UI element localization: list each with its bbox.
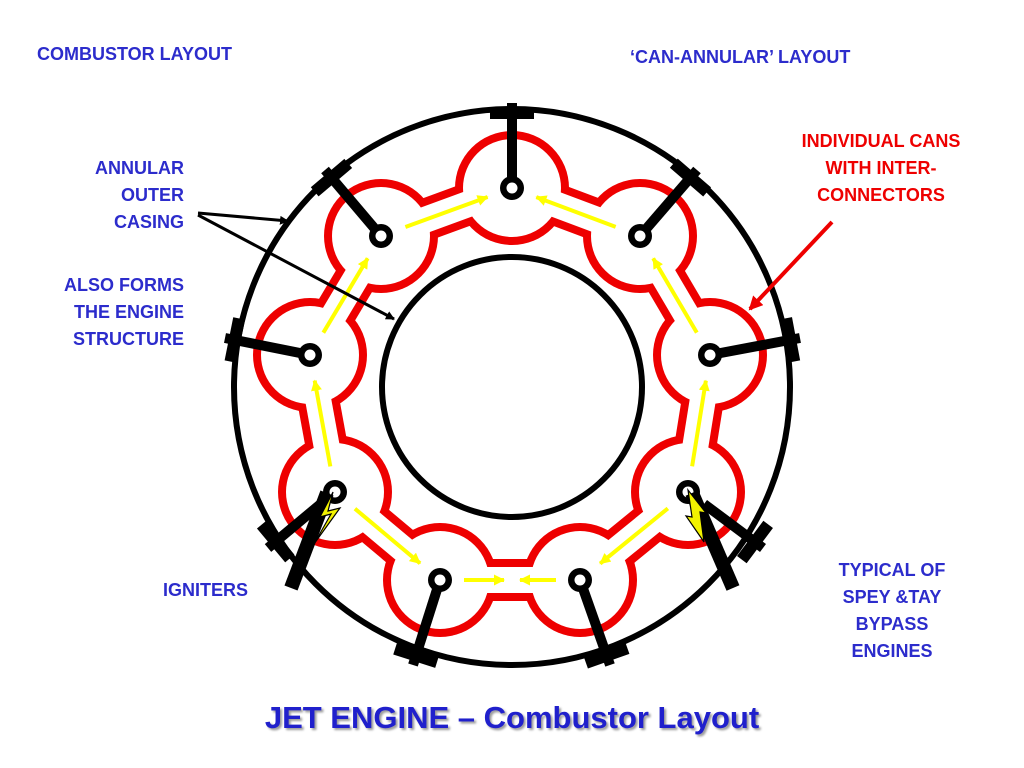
- engine-structure-label-line: STRUCTURE: [73, 329, 184, 349]
- individual-cans-label-line: INDIVIDUAL CANS: [801, 131, 961, 151]
- mount-flange: [737, 520, 773, 564]
- fuel-nozzle-bore: [704, 349, 716, 361]
- flow-arrow-icon: [321, 257, 370, 334]
- typical-engines-label-line: BYPASS: [855, 614, 929, 634]
- mount-flange: [224, 317, 246, 363]
- mount-flange: [393, 643, 439, 668]
- structure-pointer-arrow: [197, 213, 395, 321]
- mount-flange: [780, 317, 801, 363]
- combustor-layout-label: COMBUSTOR LAYOUT: [37, 44, 233, 64]
- casing-pointer-arrow: [197, 211, 289, 225]
- slide-title: JET ENGINE – Combustor Layout: [264, 700, 760, 735]
- mount-flange: [583, 642, 630, 669]
- fuel-nozzle-bore: [574, 574, 586, 586]
- mount-flange: [310, 158, 353, 197]
- flow-arrow-icon: [598, 506, 670, 566]
- typical-engines-label-line: ENGINES: [851, 641, 933, 661]
- fuel-nozzle-bore: [634, 230, 646, 242]
- flow-arrows: [311, 195, 710, 586]
- typical-engines-label: TYPICAL OF SPEY &TAY BYPASS ENGINES: [812, 557, 972, 665]
- engine-structure-label-line: THE ENGINE: [73, 302, 184, 322]
- flow-arrow-icon: [353, 507, 422, 565]
- outer-casing-label: ANNULAR OUTER CASING: [95, 155, 184, 236]
- lightning-icon: [684, 487, 708, 543]
- fuel-nozzle-bore: [304, 349, 316, 361]
- outer-casing-label-line: OUTER: [121, 185, 184, 205]
- igniter-right: [684, 487, 740, 591]
- individual-cans-label-line: CONNECTORS: [817, 185, 945, 205]
- typical-engines-label-line: TYPICAL OF: [838, 560, 946, 580]
- engine-structure-label-line: ALSO FORMS: [64, 275, 184, 295]
- lightning-icon: [313, 491, 342, 545]
- mount-flange: [256, 520, 295, 563]
- flow-arrow-icon: [690, 379, 710, 467]
- igniter-body: [284, 490, 334, 591]
- igniter-left: [284, 490, 342, 591]
- flow-arrow-icon: [404, 195, 489, 229]
- fuel-nozzle-bore: [375, 230, 387, 242]
- mount-flange: [669, 158, 712, 197]
- can-mounts: [224, 103, 801, 669]
- individual-cans-label-line: WITH INTER-: [825, 158, 937, 178]
- flow-arrow-icon: [311, 379, 333, 467]
- igniters-label: IGNITERS: [163, 580, 249, 600]
- flow-arrow-icon: [651, 257, 699, 334]
- typical-engines-label-line: SPEY &TAY: [842, 587, 942, 607]
- engine-structure-label: ALSO FORMS THE ENGINE STRUCTURE: [64, 272, 184, 353]
- combustion-cans: [253, 131, 767, 637]
- inner-casing: [379, 254, 645, 520]
- flow-arrow-icon: [535, 195, 617, 229]
- cans-pointer-arrow: [748, 220, 834, 311]
- fuel-nozzle-bore: [506, 182, 518, 194]
- can-annular-layout-label: ‘CAN-ANNULAR’ LAYOUT: [630, 47, 851, 67]
- fuel-nozzle-bore: [434, 574, 446, 586]
- outer-casing-label-line: CASING: [113, 212, 184, 232]
- outer-casing-label-line: ANNULAR: [95, 158, 184, 178]
- individual-cans-label: INDIVIDUAL CANS WITH INTER- CONNECTORS: [781, 128, 981, 209]
